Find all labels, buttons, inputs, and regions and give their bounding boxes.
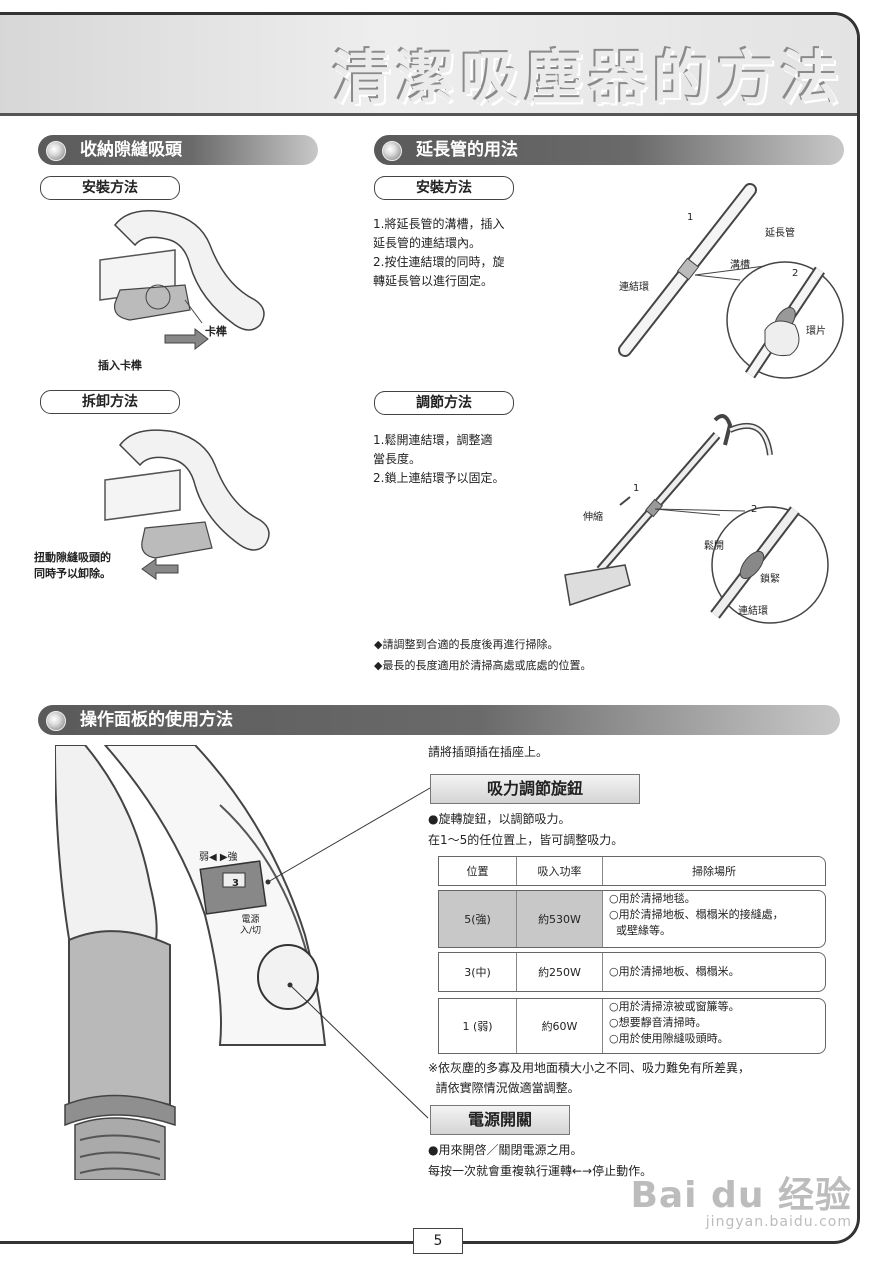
place-line: 或壁緣等。 xyxy=(609,924,671,937)
table-row: 3(中) 約250W ○用於清掃地板、榻榻米。 xyxy=(438,952,826,992)
cell-power: 約250W xyxy=(517,953,603,991)
header-places: 掃除場所 xyxy=(692,865,736,878)
step-line: 1.鬆開連結環，調整適 xyxy=(373,433,493,447)
table-header: 位置 吸入功率 掃除場所 xyxy=(438,856,826,886)
panel-intro: 請將插頭插在插座上。 xyxy=(428,745,549,759)
place-line: ○用於清掃地毯。 xyxy=(609,892,696,905)
label-num-2: 2 xyxy=(751,504,758,515)
dial-description: ●旋轉旋鈕，以調節吸力。 在1～5的任位置上，皆可調整吸力。 xyxy=(428,809,623,851)
step-line: 2.按住連結環的同時，旋 xyxy=(373,255,505,269)
banner-title: 清潔吸塵器的方法 xyxy=(332,44,845,112)
step-line: 1.將延長管的溝槽，插入 xyxy=(373,217,505,231)
cell-position: 3(中) xyxy=(439,953,517,991)
step-line: 當長度。 xyxy=(373,452,422,466)
label-clip: 卡榫 xyxy=(205,325,227,338)
section-bullet-icon xyxy=(382,141,402,161)
label-num-2: 2 xyxy=(792,268,799,279)
section-title: 延長管的用法 xyxy=(416,140,518,160)
place-line: ○想要靜音清掃時。 xyxy=(609,1016,707,1029)
watermark: Bai du 经验 jingyan.baidu.com xyxy=(630,1166,852,1230)
subtitle-pipe-adjust: 調節方法 xyxy=(374,391,514,415)
suction-note: ※依灰塵的多寡及用地面積大小之不同、吸力難免有所差異， 請依實際情況做適當調整。 xyxy=(428,1058,750,1098)
desc-line: 在1～5的任位置上，皆可調整吸力。 xyxy=(428,833,624,847)
note-line: 請依實際情況做適當調整。 xyxy=(428,1081,580,1095)
cell-power: 約60W xyxy=(517,999,603,1053)
section-title: 操作面板的使用方法 xyxy=(80,710,233,730)
subtitle-pipe-install: 安裝方法 xyxy=(374,176,514,200)
label-dial-value: 3 xyxy=(232,878,239,889)
label-weak-strong: 弱◀ ▶強 xyxy=(199,852,238,863)
subtitle-install: 安裝方法 xyxy=(40,176,180,200)
label-twist-remove: 扭動隙縫吸頭的 同時予以卸除。 xyxy=(34,551,111,580)
power-switch-label: 電源開關 xyxy=(430,1105,570,1135)
cell-places: ○用於清掃地毯。 ○用於清掃地板、榻榻米的接縫處， 或壁緣等。 xyxy=(603,891,825,947)
cell-position: 5(強) xyxy=(439,891,517,947)
table-row: 5(強) 約530W ○用於清掃地毯。 ○用於清掃地板、榻榻米的接縫處， 或壁緣… xyxy=(438,890,826,948)
table-row: 1 (弱) 約60W ○用於清掃涼被或窗簾等。 ○想要靜音清掃時。 ○用於使用隙… xyxy=(438,998,826,1054)
desc-line: ●用來開啓／關閉電源之用。 xyxy=(428,1143,583,1157)
label-ring: 連結環 xyxy=(619,282,649,293)
section-crevice-tool: 收納隙縫吸頭 xyxy=(38,135,318,165)
subtitle-remove: 拆卸方法 xyxy=(40,390,180,414)
crevice-remove-illustration xyxy=(104,429,270,559)
label-power-mark: 電源 入/切 xyxy=(240,915,262,936)
pipe-adjust-illustration xyxy=(564,414,829,624)
step-line: 2.鎖上連結環予以固定。 xyxy=(373,471,505,485)
crevice-install-illustration xyxy=(99,210,265,351)
suction-dial-label: 吸力調節旋鈕 xyxy=(430,774,640,804)
header-power: 吸入功率 xyxy=(517,857,603,885)
arrow-left-icon xyxy=(141,558,179,580)
label-tab: 環片 xyxy=(806,326,826,337)
page-number: 5 xyxy=(413,1228,463,1254)
pipe-adjust-steps: 1.鬆開連結環，調整適 當長度。 2.鎖上連結環予以固定。 xyxy=(373,431,504,488)
section-bullet-icon xyxy=(46,141,66,161)
label-insert-clip: 插入卡榫 xyxy=(98,359,142,372)
note-line: ※依灰塵的多寡及用地面積大小之不同、吸力難免有所差異， xyxy=(428,1061,751,1075)
step-line: 轉延長管以進行固定。 xyxy=(373,274,494,288)
cell-places: ○用於清掃涼被或窗簾等。 ○想要靜音清掃時。 ○用於使用隙縫吸頭時。 xyxy=(603,999,825,1053)
pipe-notes: ◆請調整到合適的長度後再進行掃除。 ◆最長的長度適用於清掃高處或底處的位置。 xyxy=(374,634,591,676)
handle-illustration xyxy=(55,745,327,1180)
label-lock: 鎖緊 xyxy=(760,574,780,585)
watermark-url: jingyan.baidu.com xyxy=(705,1214,852,1230)
label-ring: 連結環 xyxy=(738,606,768,617)
note-line: ◆請調整到合適的長度後再進行掃除。 xyxy=(374,638,559,651)
desc-line: 每按一次就會重複執行運轉←→停止動作。 xyxy=(428,1164,653,1178)
label-num-1: 1 xyxy=(687,212,694,223)
cell-power: 約530W xyxy=(517,891,603,947)
header-position: 位置 xyxy=(439,857,517,885)
label-pipe: 延長管 xyxy=(765,228,795,239)
section-control-panel: 操作面板的使用方法 xyxy=(38,705,840,735)
banner: 清潔吸塵器的方法 xyxy=(0,15,857,116)
watermark-brand: Bai du 经验 xyxy=(630,1175,852,1216)
label-num-1: 1 xyxy=(633,483,640,494)
step-line: 延長管的連結環內。 xyxy=(373,236,482,250)
pipe-install-illustration xyxy=(618,183,844,379)
section-extension-pipe: 延長管的用法 xyxy=(374,135,844,165)
section-title: 收納隙縫吸頭 xyxy=(80,140,182,160)
place-line: ○用於清掃地板、榻榻米。 xyxy=(609,965,740,978)
label-stretch: 伸縮 xyxy=(583,512,603,523)
place-line: ○用於清掃涼被或窗簾等。 xyxy=(609,1000,740,1013)
power-description: ●用來開啓／關閉電源之用。 每按一次就會重複執行運轉←→停止動作。 xyxy=(428,1140,652,1182)
desc-line: ●旋轉旋鈕，以調節吸力。 xyxy=(428,812,571,826)
cell-position: 1 (弱) xyxy=(439,999,517,1053)
place-line: ○用於使用隙縫吸頭時。 xyxy=(609,1032,729,1045)
label-groove: 溝槽 xyxy=(730,260,750,271)
section-bullet-icon xyxy=(46,711,66,731)
pipe-install-steps: 1.將延長管的溝槽，插入 延長管的連結環內。 2.按住連結環的同時，旋 轉延長管… xyxy=(373,215,504,291)
place-line: ○用於清掃地板、榻榻米的接縫處， xyxy=(609,908,784,921)
cell-places: ○用於清掃地板、榻榻米。 xyxy=(603,953,825,991)
note-line: ◆最長的長度適用於清掃高處或底處的位置。 xyxy=(374,659,592,672)
label-loosen: 鬆開 xyxy=(704,541,724,552)
